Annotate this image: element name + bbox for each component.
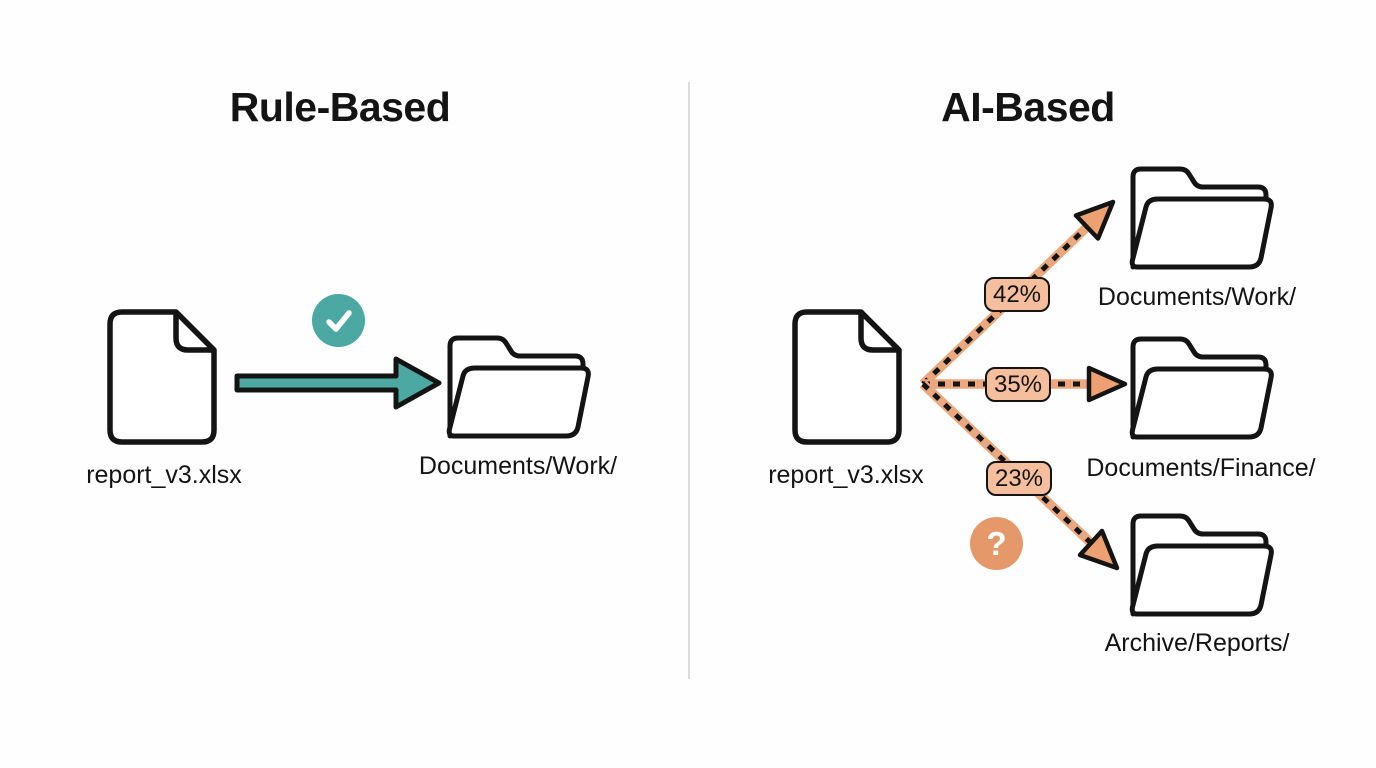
folder-icon xyxy=(1129,166,1274,270)
checkmark-glyph xyxy=(325,309,352,332)
document-icon xyxy=(792,309,902,445)
left-folder-label: Documents/Work/ xyxy=(418,452,618,480)
confidence-badge: 35% xyxy=(985,367,1051,402)
prediction-folder-label: Documents/Finance/ xyxy=(1086,454,1316,482)
folder-icon xyxy=(1129,513,1274,617)
folder-icon xyxy=(446,335,591,439)
question-mark-icon: ? xyxy=(970,517,1023,570)
right-file-label: report_v3.xlsx xyxy=(768,461,924,489)
folder-icon xyxy=(1129,336,1274,440)
confidence-badge: 23% xyxy=(986,461,1052,496)
arrow-right-icon xyxy=(234,356,442,410)
document-icon xyxy=(107,309,217,445)
left-file-label: report_v3.xlsx xyxy=(86,461,242,489)
confidence-badge: 42% xyxy=(984,277,1050,312)
prediction-folder-label: Documents/Work/ xyxy=(1097,283,1297,311)
panel-divider xyxy=(688,82,690,679)
check-icon xyxy=(312,294,365,347)
left-panel-title: Rule-Based xyxy=(229,84,451,130)
right-panel-title: AI-Based xyxy=(941,84,1115,130)
prediction-folder-label: Archive/Reports/ xyxy=(1104,629,1290,657)
